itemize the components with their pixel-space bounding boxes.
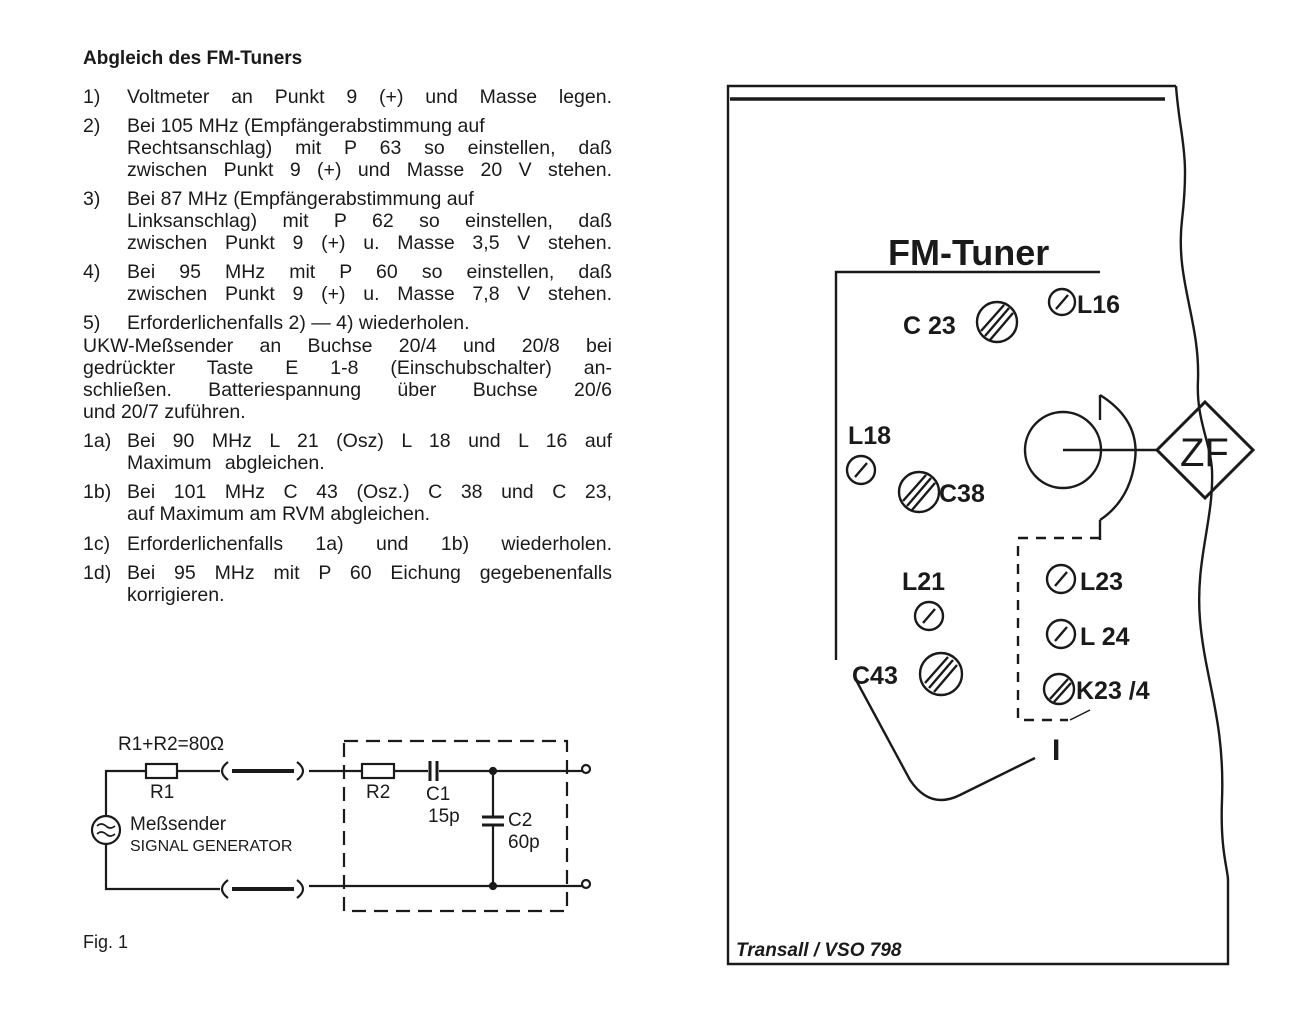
- dashed-subassembly: [1016, 536, 1100, 722]
- label-r1: R1: [150, 782, 174, 803]
- zf-diamond: [1154, 399, 1256, 501]
- coil-l18: [845, 454, 877, 486]
- label-c2-value: 60p: [508, 832, 540, 853]
- step-text: Voltmeter an Punkt 9 (+) und Masse legen…: [127, 86, 612, 108]
- trimmer-c38: [897, 470, 941, 514]
- step-text: zwischen Punkt 9 (+) u. Masse 7,8 V steh…: [127, 283, 612, 305]
- connector-top-right: [296, 761, 305, 781]
- label-k23-4: K23 /4: [1076, 677, 1150, 705]
- step-text: Bei 95 MHz mit P 60 so einstellen, daß: [127, 261, 612, 283]
- trimmer-c23: [975, 300, 1019, 344]
- torn-edge: [1174, 85, 1230, 881]
- step-text: zwischen Punkt 9 (+) u. Masse 3,5 V steh…: [127, 232, 612, 254]
- coil-l23: [1045, 563, 1077, 595]
- trimmer-c43: [918, 651, 964, 697]
- substep-number: 1d): [83, 562, 112, 584]
- step-number: 2): [83, 115, 101, 137]
- coil-l21: [913, 600, 945, 632]
- substep-text: Erforderlichenfalls 1a) und 1b) wiederho…: [127, 533, 612, 555]
- board-title: FM-Tuner: [888, 232, 1049, 273]
- substep-text: Maximum abgleichen.: [127, 452, 325, 474]
- step-text: Rechtsanschlag) mit P 63 so einstellen, …: [127, 137, 612, 159]
- substep-text: Bei 90 MHz L 21 (Osz) L 18 und L 16 auf: [127, 430, 612, 452]
- substep-text: Bei 95 MHz mit P 60 Eichung gegebenenfal…: [127, 562, 612, 584]
- test-circuit-schematic: [90, 739, 592, 913]
- substep-text: auf Maximum am RVM abgleichen.: [127, 503, 431, 525]
- resistance-formula: R1+R2=80Ω: [118, 734, 224, 755]
- label-c1-value: 15p: [428, 806, 460, 827]
- step-text: Bei 105 MHz (Empfängerabstimmung auf: [127, 115, 485, 137]
- resistor-r2: [360, 762, 396, 780]
- label-c38: C38: [939, 480, 985, 508]
- step-text: Linksanschlag) mit P 62 so einstellen, d…: [127, 210, 612, 232]
- resistor-r1: [144, 762, 179, 780]
- step-text: zwischen Punkt 9 (+) und Masse 20 V steh…: [127, 159, 612, 181]
- paragraph-line: UKW-Meßsender an Buchse 20/4 und 20/8 be…: [83, 335, 612, 357]
- board-footer: Transall / VSO 798: [736, 940, 902, 961]
- label-l23: L23: [1080, 568, 1123, 596]
- marker-i: I: [1052, 734, 1060, 767]
- zf-label: ZF: [1180, 431, 1229, 475]
- dashed-adapter-box: [342, 739, 569, 913]
- substep-number: 1b): [83, 481, 112, 503]
- label-c1: C1: [426, 784, 450, 805]
- label-l18: L18: [848, 422, 891, 450]
- step-text: Erforderlichenfalls 2) — 4) wiederholen.: [127, 312, 470, 334]
- step-number: 3): [83, 188, 101, 210]
- substep-number: 1a): [83, 430, 112, 452]
- paragraph-line: schließen. Batteriespannung über Buchse …: [83, 379, 612, 401]
- paragraph-line: und 20/7 zuführen.: [83, 401, 246, 423]
- paragraph-line: gedrückter Taste E 1-8 (Einschubschalter…: [83, 357, 612, 379]
- label-c43: C43: [852, 662, 898, 690]
- tuner-outline: [834, 270, 1100, 660]
- trimmer-k23-4: [1042, 672, 1076, 706]
- generator-label-en: SIGNAL GENERATOR: [130, 838, 292, 855]
- label-l21: L21: [902, 568, 945, 596]
- coil-l16: [1047, 287, 1077, 317]
- label-r2: R2: [366, 782, 390, 803]
- label-c23: C 23: [903, 312, 956, 340]
- label-l16: L16: [1077, 291, 1120, 319]
- tuner-board-diagram: [726, 84, 1256, 966]
- substep-text: korrigieren.: [127, 584, 225, 606]
- connector-top-left: [220, 761, 229, 781]
- step-number: 1): [83, 86, 101, 108]
- coil-l24: [1045, 618, 1077, 650]
- substep-text: Bei 101 MHz C 43 (Osz.) C 38 und C 23,: [127, 481, 612, 503]
- step-text: Bei 87 MHz (Empfängerabstimmung auf: [127, 188, 474, 210]
- generator-label-de: Meßsender: [130, 814, 227, 835]
- label-c2: C2: [508, 810, 532, 831]
- step-number: 4): [83, 261, 101, 283]
- label-l24: L 24: [1080, 623, 1130, 651]
- step-number: 5): [83, 312, 101, 334]
- figure-caption: Fig. 1: [83, 932, 128, 952]
- section-heading: Abgleich des FM-Tuners: [83, 48, 303, 69]
- substep-number: 1c): [83, 533, 111, 555]
- signal-generator-symbol: [90, 814, 122, 846]
